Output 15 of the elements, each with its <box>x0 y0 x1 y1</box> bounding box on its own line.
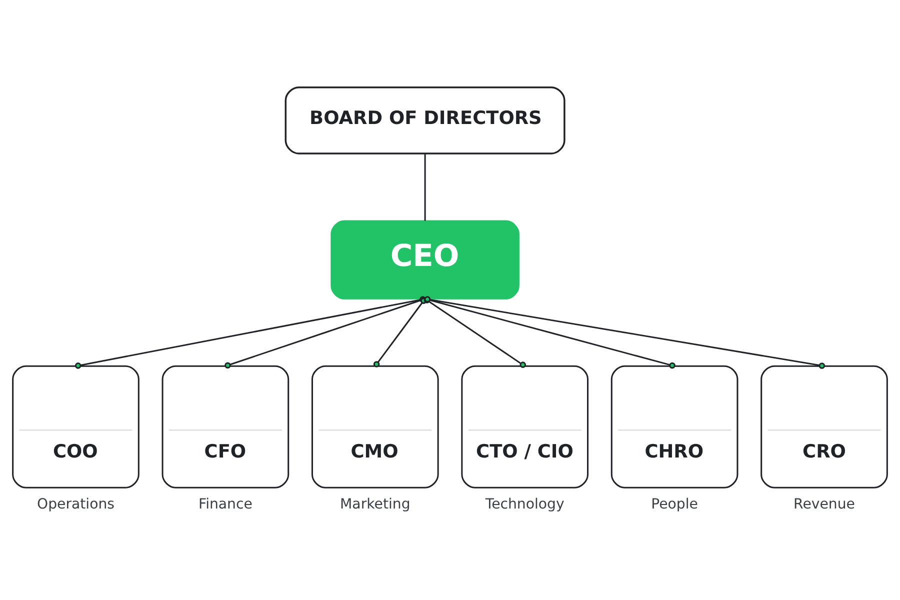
node-box: CRO <box>760 364 888 488</box>
node-box: CFO <box>162 364 290 488</box>
node-box: CMO <box>311 364 439 488</box>
node-box: CHRO <box>610 364 738 488</box>
node-label: People <box>651 496 698 512</box>
node-box: BOARD OF DIRECTORS <box>284 86 566 154</box>
node-label: Operations <box>37 496 114 512</box>
connector <box>424 154 426 220</box>
node-label: Revenue <box>794 496 855 512</box>
node-label: Technology <box>485 496 564 512</box>
node-box: CTO / CIO <box>461 364 589 488</box>
node-box: CEO <box>330 220 520 299</box>
node-label: Finance <box>198 496 252 512</box>
node-label: Marketing <box>340 496 410 512</box>
node-box: COO <box>12 364 140 488</box>
